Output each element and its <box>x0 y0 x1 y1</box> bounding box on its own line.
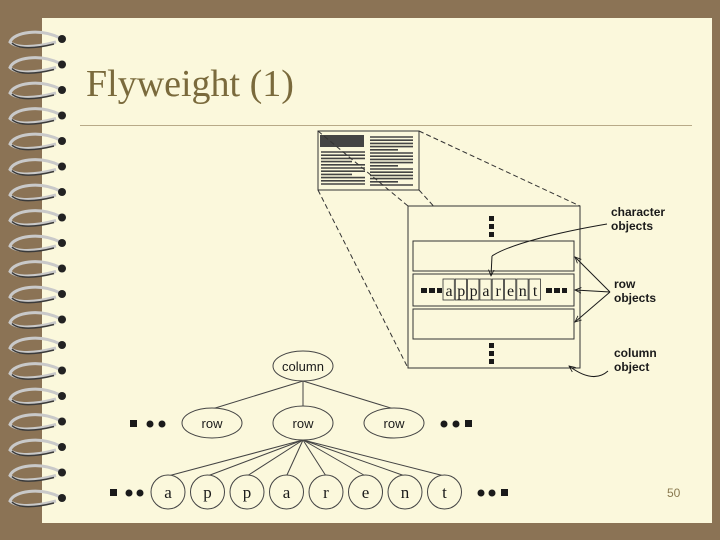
binding-ring <box>8 56 66 74</box>
tree-leaf-node <box>150 474 186 510</box>
binding-ring <box>8 387 66 406</box>
callout-column-object: column object <box>569 346 657 378</box>
column-object-label-line1: column <box>614 346 657 360</box>
slide-title: Flyweight (1) <box>86 63 294 105</box>
character-glyph-frame <box>479 278 492 301</box>
binding-ring <box>8 158 66 176</box>
column-object-label-line2: object <box>614 360 649 374</box>
tree-leaf-node <box>387 474 423 510</box>
character-objects-label-line2: objects <box>611 219 653 233</box>
binding-ring <box>8 81 66 100</box>
document-thumbnail <box>317 130 420 191</box>
tree-row-node-right: row <box>363 407 425 439</box>
binding-ring <box>8 413 66 431</box>
column-dots-top <box>489 216 494 237</box>
callout-row-objects: row objects <box>575 257 656 322</box>
slide-canvas <box>42 18 712 523</box>
tree-leaf-label: p <box>243 483 252 502</box>
tree-root-node: column <box>272 350 334 382</box>
character-glyph-frame <box>442 278 455 301</box>
tree-dots-left <box>130 420 166 428</box>
tree-row-label-right: row <box>384 416 406 431</box>
character-glyph: n <box>519 283 527 300</box>
row-objects-label-line2: objects <box>614 291 656 305</box>
tree-leaf-node <box>229 474 265 510</box>
tree-edges <box>167 380 445 477</box>
tree-row-node-center: row <box>272 405 334 441</box>
title-divider <box>80 125 692 126</box>
tree-edge-leaf <box>302 439 406 477</box>
tree-leaf-node <box>308 474 344 510</box>
binding-ring <box>8 311 66 329</box>
tree-leaf-label: e <box>362 483 370 502</box>
binding-ring <box>8 464 66 482</box>
binding-ring <box>8 209 66 227</box>
tree-edge-leaf <box>302 439 366 477</box>
binding-ring <box>8 438 66 457</box>
character-glyph-frame <box>454 278 467 301</box>
binding-ring <box>8 489 66 508</box>
character-glyph-frame <box>516 278 529 301</box>
character-objects-label-line1: character <box>611 205 665 219</box>
tree-leaf-node <box>348 474 383 510</box>
binding-ring <box>8 285 66 304</box>
callout-character-objects: character objects <box>491 205 665 276</box>
column-dots-bottom <box>489 343 494 364</box>
tree-row-node-left: row <box>181 407 243 439</box>
tree-leaf-label: a <box>283 483 291 502</box>
tree-row-label-left: row <box>202 416 224 431</box>
tree-leaf-label: r <box>323 483 329 502</box>
tree-leaf-label: n <box>401 483 410 502</box>
character-glyph: p <box>470 283 478 300</box>
tree-dots-right <box>440 420 472 428</box>
character-glyph-frame <box>467 278 480 301</box>
binding-ring <box>8 107 66 125</box>
binding-ring <box>8 234 66 253</box>
tree-row-label-center: row <box>293 416 315 431</box>
character-glyph-frame <box>491 278 504 301</box>
tree-edge-leaf <box>207 439 304 477</box>
character-glyph: a <box>482 283 489 300</box>
leaf-dots-left <box>110 489 144 497</box>
character-glyph-frame <box>504 278 517 301</box>
binding-ring <box>8 260 66 278</box>
character-glyph: t <box>533 283 538 300</box>
character-glyph-frame <box>528 278 541 301</box>
tree-leaf-label: t <box>442 483 447 502</box>
binding-ring <box>8 30 66 49</box>
row-objects-label-line1: row <box>614 277 636 291</box>
tree-leaf-node <box>427 474 462 510</box>
tree-leaf-node <box>190 474 225 510</box>
leaf-dots-right <box>477 489 508 497</box>
tree-edge-leaf <box>302 439 327 477</box>
character-glyph: p <box>457 283 465 300</box>
tree-leaf-node <box>269 474 304 510</box>
tree-edge-leaf <box>246 439 304 477</box>
character-glyph: a <box>445 283 452 300</box>
row-box-bottom <box>412 308 575 340</box>
row-dots-right <box>546 288 567 293</box>
row-dots-left <box>421 288 442 293</box>
tree-edge-leaf <box>286 439 304 477</box>
binding-ring <box>8 132 66 151</box>
tree-leaf-label: a <box>164 483 172 502</box>
tree-edge-leaf <box>302 439 445 477</box>
character-glyph: e <box>507 283 514 300</box>
tree-edge-leaf <box>167 439 304 477</box>
tree-leaf-label: p <box>203 483 212 502</box>
binding-ring <box>8 183 66 202</box>
spiral-binding <box>8 30 66 508</box>
slide-number: 50 <box>667 486 681 500</box>
tree-root-label: column <box>282 359 324 374</box>
character-glyph: r <box>496 283 502 300</box>
binding-ring <box>8 362 66 380</box>
binding-ring <box>8 336 66 355</box>
